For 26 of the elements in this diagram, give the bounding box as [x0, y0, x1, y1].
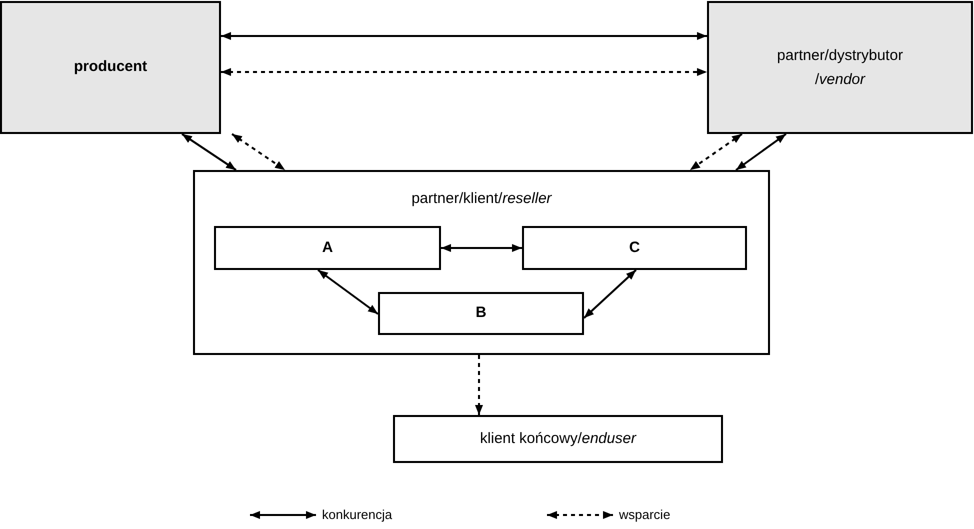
arrow — [441, 244, 522, 252]
end-customer-box — [393, 415, 723, 463]
node-label: klient końcowy/enduser — [480, 428, 636, 449]
arrow — [221, 68, 707, 76]
arrow — [583, 269, 637, 319]
node-label: partner/dystrybutor /vendor — [776, 46, 904, 90]
reseller-box — [193, 170, 770, 355]
legend-label: konkurencja — [322, 506, 392, 524]
arrow — [181, 133, 237, 171]
arrow — [735, 133, 787, 171]
arrow — [475, 355, 483, 415]
arrow — [317, 269, 379, 315]
arrow — [221, 32, 707, 40]
segment-box — [214, 226, 441, 270]
arrow — [689, 133, 743, 171]
segment-box — [378, 292, 584, 335]
producer-box — [0, 1, 221, 134]
arrow — [231, 133, 286, 171]
node-label: producent — [74, 57, 148, 78]
distributor-box — [707, 1, 973, 134]
node-label: C — [629, 238, 640, 258]
node-label: A — [322, 238, 333, 258]
node-label: partner/klient/reseller — [411, 189, 552, 209]
legend-label: wsparcie — [619, 506, 670, 524]
node-label: B — [476, 303, 486, 324]
segment-box — [522, 226, 747, 270]
